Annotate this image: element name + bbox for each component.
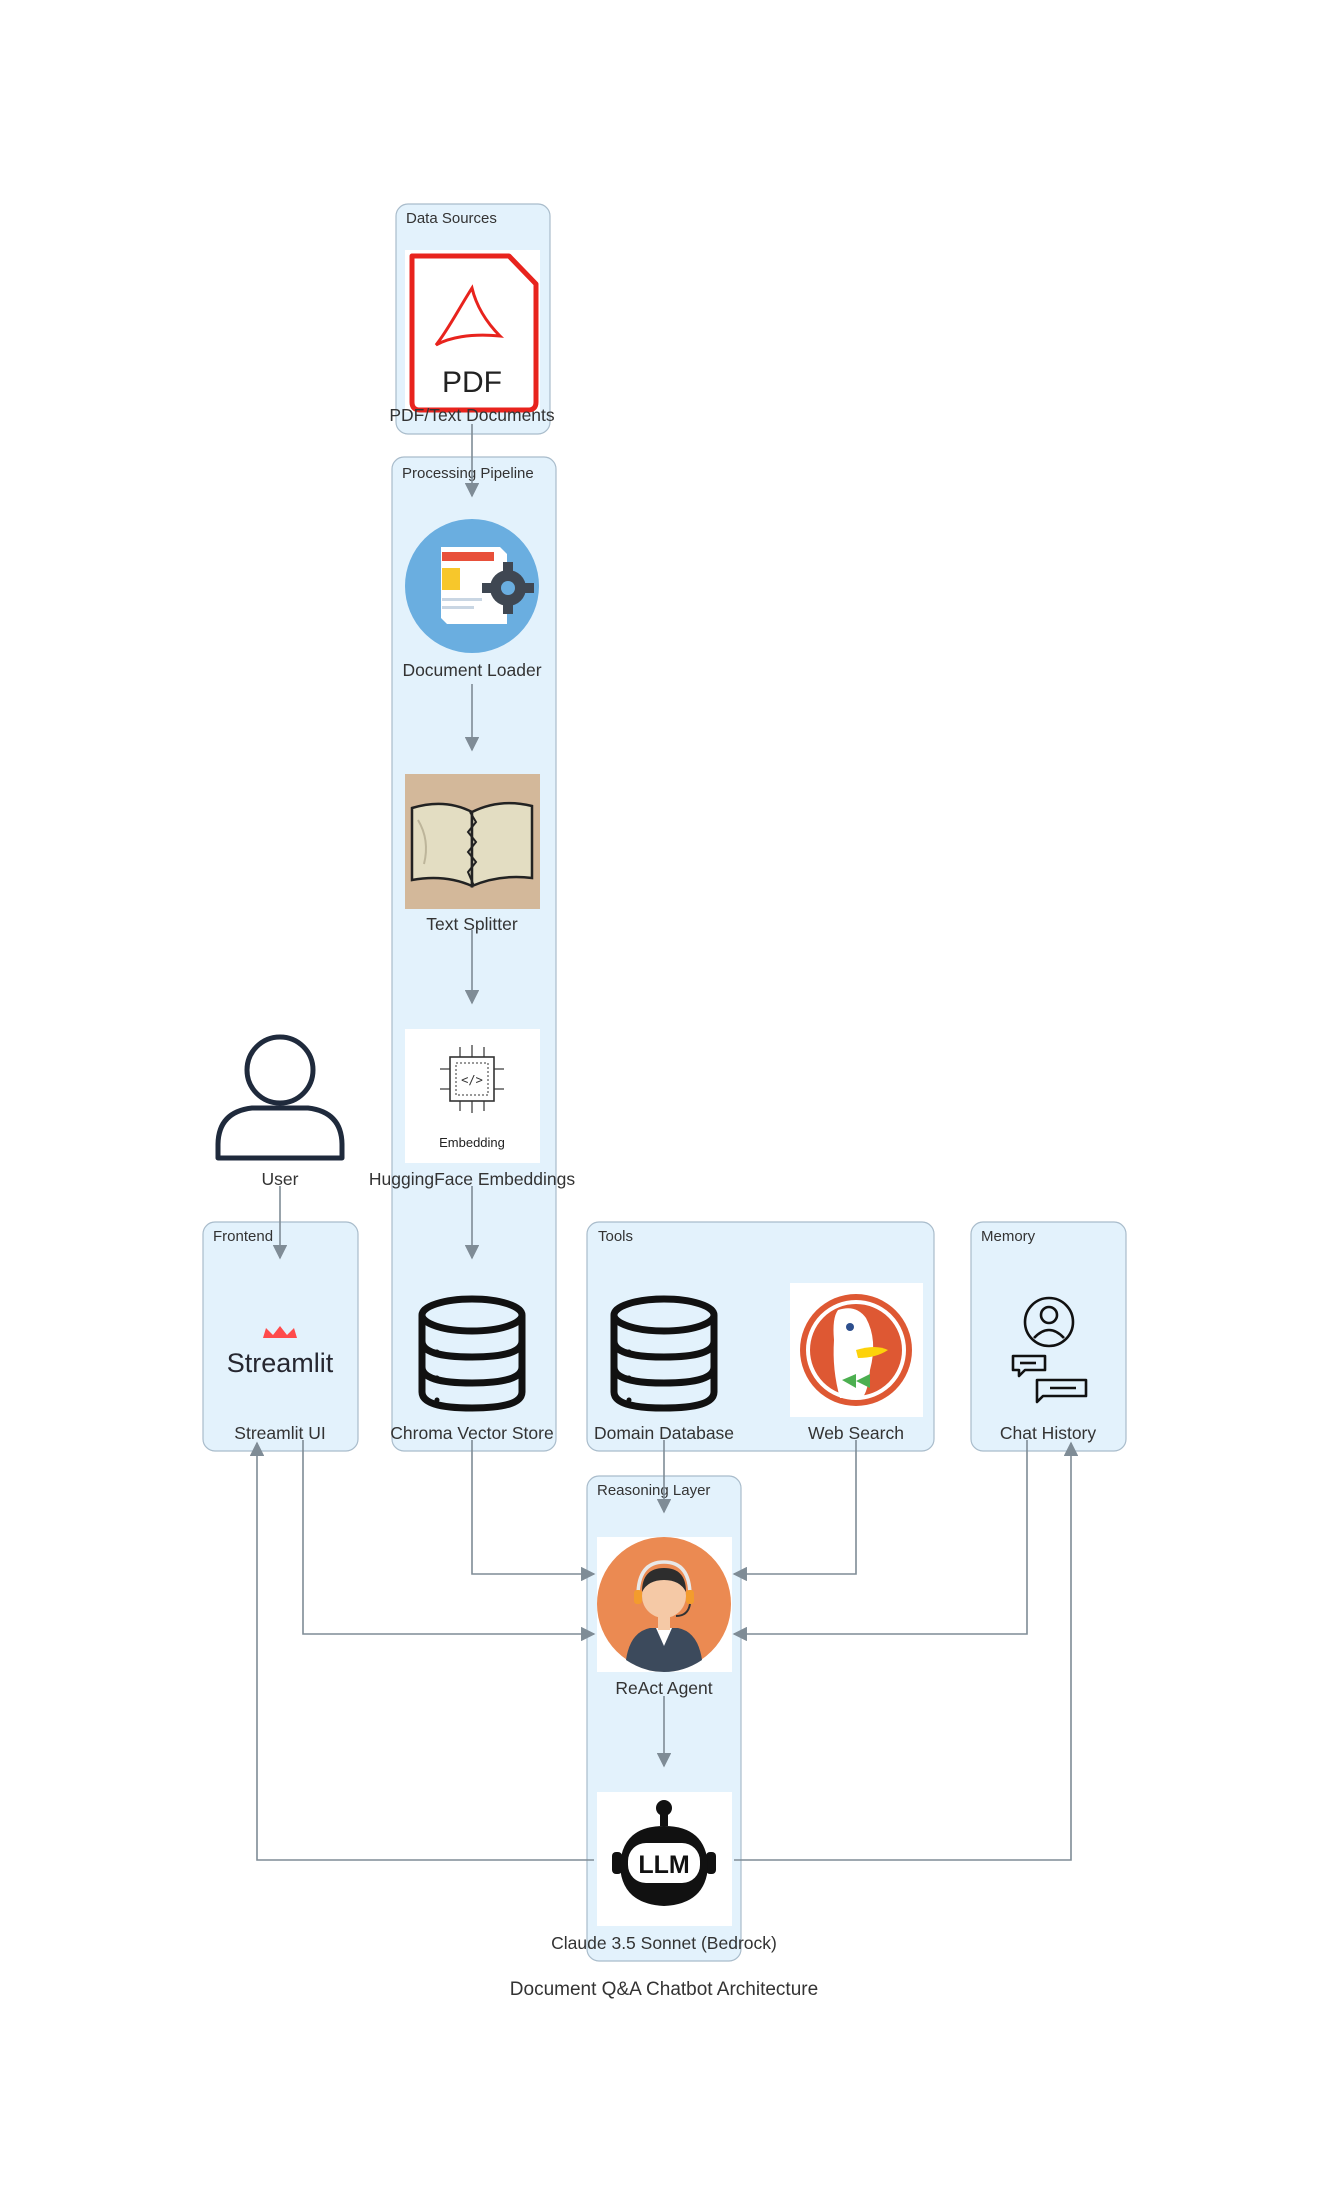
node-label-embeddings: HuggingFace Embeddings (369, 1169, 575, 1189)
database-icon (610, 1295, 718, 1412)
pdf-file-icon: PDF (405, 250, 540, 413)
node-claude-llm: LLM Claude 3.5 Sonnet (Bedrock) (551, 1792, 777, 1953)
cluster-label-reasoning: Reasoning Layer (597, 1482, 710, 1499)
node-document-loader: Document Loader (402, 519, 542, 680)
edge-streamlit-to-agent (302, 1440, 596, 1642)
node-web-search: Web Search (790, 1283, 923, 1443)
node-react-agent: ReAct Agent (597, 1537, 732, 1698)
cluster-label-tools: Tools (598, 1228, 633, 1245)
open-book-icon (405, 774, 540, 909)
node-pdf-documents: PDF PDF/Text Documents (389, 250, 555, 425)
streamlit-logo: Streamlit (227, 1326, 334, 1378)
chat-history-icon (1011, 1296, 1088, 1404)
cluster-processing-pipeline: Processing Pipeline (391, 456, 557, 1452)
embedding-icon-text: Embedding (439, 1135, 505, 1150)
cluster-memory: Memory (970, 1221, 1127, 1452)
edge-chroma-to-agent (471, 1440, 596, 1582)
edges (249, 424, 1079, 1861)
embedding-chip-icon: </> Embedding (405, 1029, 540, 1163)
node-label-domain-db: Domain Database (594, 1423, 734, 1443)
node-label-chat-history: Chat History (1000, 1423, 1097, 1443)
node-label-user: User (262, 1169, 299, 1189)
document-gear-icon (405, 519, 539, 653)
node-user: User (215, 1034, 345, 1189)
edge-websearch-to-agent (732, 1440, 857, 1582)
user-icon (215, 1034, 345, 1161)
edge-agent-chat-history (732, 1440, 1028, 1642)
streamlit-logo-text: Streamlit (227, 1348, 334, 1378)
node-label-pdf: PDF/Text Documents (389, 405, 555, 425)
cluster-label-memory: Memory (981, 1228, 1036, 1245)
duckduckgo-icon (790, 1283, 923, 1417)
node-label-agent: ReAct Agent (615, 1678, 712, 1698)
edge-llm-to-streamlit (249, 1441, 594, 1861)
node-label-chroma: Chroma Vector Store (390, 1423, 553, 1443)
diagram-title: Document Q&A Chatbot Architecture (510, 1979, 818, 2000)
cluster-label-frontend: Frontend (213, 1228, 273, 1245)
edge-llm-to-chat-history (734, 1441, 1079, 1861)
svg-text:</>: </> (461, 1073, 483, 1087)
node-label-splitter: Text Splitter (426, 914, 518, 934)
database-icon (418, 1295, 526, 1412)
node-label-web-search: Web Search (808, 1423, 904, 1443)
node-huggingface-embeddings: </> Embedding HuggingFace Embeddings (369, 1029, 575, 1189)
node-text-splitter: Text Splitter (405, 774, 540, 934)
llm-icon-text: LLM (638, 1851, 689, 1879)
node-label-llm: Claude 3.5 Sonnet (Bedrock) (551, 1933, 777, 1953)
node-streamlit-ui: Streamlit Streamlit UI (227, 1326, 334, 1443)
llm-robot-icon: LLM (597, 1792, 732, 1926)
node-label-streamlit: Streamlit UI (234, 1423, 325, 1443)
node-domain-database: Domain Database (594, 1295, 734, 1443)
node-chroma-vector-store: Chroma Vector Store (390, 1295, 554, 1443)
cluster-label-data-sources: Data Sources (406, 210, 497, 227)
support-agent-icon (597, 1537, 732, 1672)
node-label-loader: Document Loader (402, 660, 541, 680)
pdf-icon-text: PDF (442, 366, 502, 399)
node-chat-history: Chat History (1000, 1296, 1097, 1443)
cluster-label-processing: Processing Pipeline (402, 465, 534, 482)
